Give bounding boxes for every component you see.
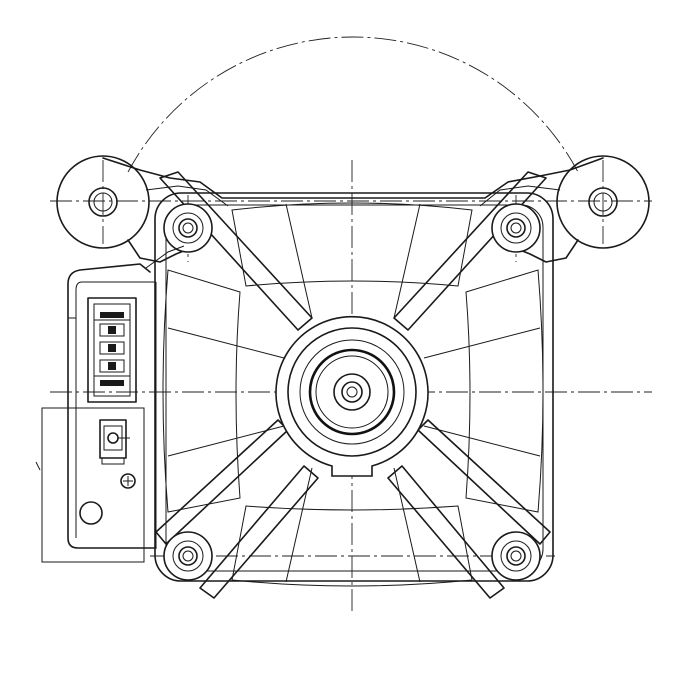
boss-ring xyxy=(163,203,213,253)
connector-pin xyxy=(108,344,116,352)
connector-pin xyxy=(100,312,124,318)
connector-slot xyxy=(99,323,125,337)
panel-line xyxy=(167,425,285,457)
bearing-ring xyxy=(308,348,396,436)
diagonal-struts xyxy=(155,171,551,599)
screw-boss-top-left xyxy=(163,203,213,253)
panel-line xyxy=(393,467,421,583)
strut-bottom-right xyxy=(387,465,505,599)
connector-pin xyxy=(100,380,124,386)
sensor-outline xyxy=(41,407,145,563)
mounting-hole xyxy=(79,501,103,525)
bracket-outline xyxy=(102,157,604,199)
bearing-inner xyxy=(315,355,389,429)
right-lug-hole-inner xyxy=(593,192,613,212)
connector-pin xyxy=(108,326,116,334)
connector-frame xyxy=(93,303,131,397)
left-mounting-lug xyxy=(56,155,150,249)
left-lug-body xyxy=(56,155,150,249)
screw-hole xyxy=(182,222,194,234)
strut-bottom-left xyxy=(199,465,319,599)
strut-top-right xyxy=(393,171,547,331)
connector-slot xyxy=(99,359,125,373)
housing-outer-frame xyxy=(154,192,554,582)
left-lug-hole-inner xyxy=(93,192,113,212)
boss-ring-inner xyxy=(172,540,204,572)
connector-slot xyxy=(99,341,125,355)
screw-head xyxy=(178,546,198,566)
hub-ring-2 xyxy=(287,327,417,457)
right-mounting-lug xyxy=(556,155,650,249)
panel-line xyxy=(167,327,285,359)
screw-head xyxy=(506,218,526,238)
screw-boss-bottom-right xyxy=(491,531,541,581)
screw-hole xyxy=(510,222,522,234)
screw-boss-top-right xyxy=(491,203,541,253)
housing-bottom-bevel xyxy=(231,505,473,587)
screw-hole xyxy=(182,550,194,562)
ground-screw xyxy=(120,473,136,489)
shaft-center xyxy=(346,386,358,398)
screw-head xyxy=(506,546,526,566)
panel-line xyxy=(423,327,541,359)
screw-head xyxy=(178,218,198,238)
boss-ring xyxy=(491,531,541,581)
boss-ring xyxy=(491,203,541,253)
shaft-collar xyxy=(333,373,371,411)
panel-line xyxy=(285,203,313,319)
connector-pin xyxy=(108,362,116,370)
screw-hole xyxy=(510,550,522,562)
strut-right-lower xyxy=(417,419,551,545)
panel-line xyxy=(423,425,541,457)
housing-left-bevel xyxy=(162,269,241,513)
boss-ring xyxy=(163,531,213,581)
wire-run xyxy=(145,245,185,269)
hub-ring-3 xyxy=(299,339,405,445)
reference-tick xyxy=(35,461,41,471)
connector-block xyxy=(87,297,137,403)
central-hub xyxy=(275,315,429,477)
sensor-terminal-base xyxy=(101,457,125,465)
panel-line xyxy=(285,467,313,583)
shaft xyxy=(341,381,363,403)
strut-left-lower xyxy=(155,419,289,545)
strut-top-left xyxy=(159,171,313,331)
boss-ring-inner xyxy=(500,540,532,572)
boss-ring-inner xyxy=(172,212,204,244)
boss-ring-inner xyxy=(500,212,532,244)
screw-boss-bottom-left xyxy=(163,531,213,581)
rotation-arc xyxy=(127,36,579,173)
terminal-bracket xyxy=(67,245,185,549)
motor-housing xyxy=(154,192,554,587)
right-lug-hole-outer xyxy=(588,187,618,217)
sensor-terminal-screw xyxy=(107,432,119,444)
sensor-module xyxy=(35,407,145,563)
connector-housing xyxy=(87,297,137,403)
housing-right-bevel xyxy=(465,269,544,513)
hub-outer-ring xyxy=(275,315,429,477)
left-lug-hole-outer xyxy=(88,187,118,217)
bracket-plate-outer xyxy=(67,263,157,549)
bracket-plate-inner xyxy=(75,281,156,538)
right-lug-body xyxy=(556,155,650,249)
housing-top-bevel xyxy=(231,202,473,287)
panel-line xyxy=(393,203,421,319)
